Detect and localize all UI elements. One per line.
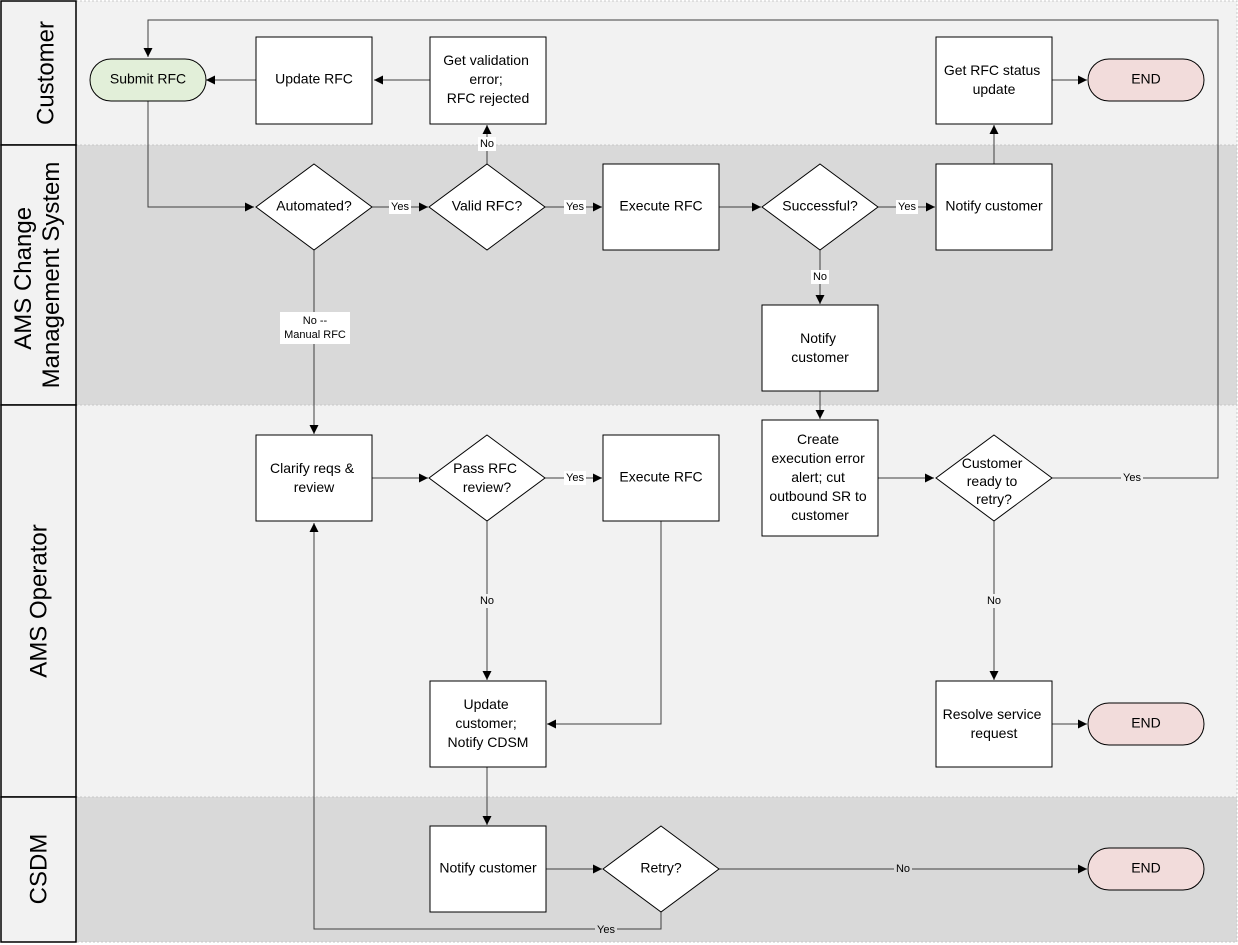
node-label: Submit RFC <box>110 71 186 87</box>
svg-text:No: No <box>896 863 910 875</box>
node-label: Execute RFC <box>619 198 702 214</box>
edge-label-automated-yes: Yes <box>389 200 411 214</box>
end-operator: END <box>1087 702 1205 746</box>
node-label: END <box>1131 860 1161 876</box>
edge-execute-manual-to-update <box>547 521 662 729</box>
lane-header-csdm <box>0 796 77 943</box>
node-label: Valid RFC? <box>452 198 523 214</box>
svg-text:No --: No -- <box>303 315 328 327</box>
node-label: Notify customer <box>945 198 1043 214</box>
edge-label-customer-ready-yes: Yes <box>1121 471 1143 485</box>
svg-text:No: No <box>480 595 494 607</box>
lane-customer <box>75 0 1238 146</box>
decision-valid-rfc: Valid RFC? <box>428 163 546 251</box>
svg-text:Yes: Yes <box>566 472 584 484</box>
lane-header-ams-operator <box>0 404 77 798</box>
process-update-rfc: Update RFC <box>255 36 373 125</box>
lane-header-ams-change-management <box>0 144 77 406</box>
svg-text:Manual RFC: Manual RFC <box>284 329 346 341</box>
edge-label-valid-no: No <box>478 137 496 151</box>
node-label: Execute RFC <box>619 469 702 485</box>
lane-label-ams-change-management: AMS Change Management System <box>10 162 65 389</box>
nodes: Submit RFC Update RFC Get validation err… <box>89 36 1205 913</box>
process-notify-customer-failure: Notify customer <box>761 304 879 392</box>
node-label: Get validation error; RFC rejected <box>443 52 533 106</box>
svg-text:No: No <box>987 595 1001 607</box>
edge-label-successful-yes: Yes <box>896 200 918 214</box>
node-label: END <box>1131 71 1161 87</box>
edge-label-valid-yes: Yes <box>564 200 586 214</box>
process-notify-customer-success: Notify customer <box>935 163 1053 251</box>
lane-label-csdm: CSDM <box>25 834 52 905</box>
lane-header-customer <box>0 0 77 146</box>
decision-successful: Successful? <box>761 163 879 251</box>
decision-customer-ready-to-retry: Customer ready to retry? <box>935 434 1053 522</box>
edge-label-retry-no: No <box>894 862 912 876</box>
process-update-customer-notify-cdsm: Update customer; Notify CDSM <box>429 680 547 768</box>
decision-pass-rfc-review: Pass RFC review? <box>428 434 546 522</box>
process-clarify-reqs-review: Clarify reqs & review <box>255 434 373 522</box>
node-label: Update customer; Notify CDSM <box>448 696 529 750</box>
end-customer: END <box>1087 58 1205 102</box>
edge-label-retry-yes: Yes <box>595 923 617 937</box>
process-resolve-service-request: Resolve service request <box>935 680 1053 768</box>
node-label: Get RFC status update <box>944 62 1044 97</box>
decision-automated: Automated? <box>255 163 373 251</box>
edge-ready-yes-to-submit <box>143 19 1219 479</box>
edge-labels: Yes Yes No Yes No No -- Manual RFC Yes <box>280 137 1143 937</box>
process-execute-rfc-automated: Execute RFC <box>602 163 720 251</box>
node-label: Clarify reqs & review <box>270 460 358 495</box>
node-label: END <box>1131 715 1161 731</box>
process-execute-rfc-manual: Execute RFC <box>602 434 720 522</box>
svg-text:Yes: Yes <box>597 924 615 936</box>
node-label: Customer ready to retry? <box>962 455 1027 507</box>
node-label: Pass RFC review? <box>453 460 521 495</box>
process-notify-customer-csdm: Notify customer <box>429 825 547 913</box>
edge-label-customer-ready-no: No <box>985 594 1003 608</box>
lane-label-line: Management System <box>38 162 65 389</box>
lane-headers: Customer AMS Change Management System AM… <box>0 0 77 943</box>
edge-label-successful-no: No <box>811 270 829 284</box>
edge-retry-yes-to-clarify <box>309 523 662 930</box>
node-label: Successful? <box>782 198 858 214</box>
node-label: Notify customer <box>439 860 537 876</box>
end-csdm: END <box>1087 847 1205 891</box>
process-get-validation-error: Get validation error; RFC rejected <box>429 36 547 125</box>
edge-label-pass-review-no: No <box>478 594 496 608</box>
start-submit-rfc: Submit RFC <box>89 58 207 102</box>
svg-text:No: No <box>480 138 494 150</box>
edge-submit-to-automated <box>147 101 254 212</box>
node-label: Retry? <box>640 860 681 876</box>
edge-label-pass-review-yes: Yes <box>564 471 586 485</box>
svg-text:Yes: Yes <box>566 201 584 213</box>
lane-label-ams-operator: AMS Operator <box>25 524 52 677</box>
node-label: Notify customer <box>791 330 849 365</box>
node-label: Create execution error alert; cut outbou… <box>769 431 870 523</box>
svg-text:Yes: Yes <box>1123 472 1141 484</box>
svg-text:Yes: Yes <box>391 201 409 213</box>
node-label: Automated? <box>276 198 352 214</box>
svg-text:Yes: Yes <box>898 201 916 213</box>
lane-label-customer: Customer <box>32 21 59 125</box>
process-get-rfc-status-update: Get RFC status update <box>935 36 1053 125</box>
process-create-execution-error: Create execution error alert; cut outbou… <box>761 419 879 537</box>
decision-retry: Retry? <box>602 825 720 913</box>
edge-label-automated-no: No -- Manual RFC <box>280 312 350 344</box>
node-label: Resolve service request <box>943 706 1046 741</box>
lane-label-line: AMS Change <box>10 207 37 350</box>
svg-text:No: No <box>813 271 827 283</box>
node-label: Update RFC <box>275 71 353 87</box>
